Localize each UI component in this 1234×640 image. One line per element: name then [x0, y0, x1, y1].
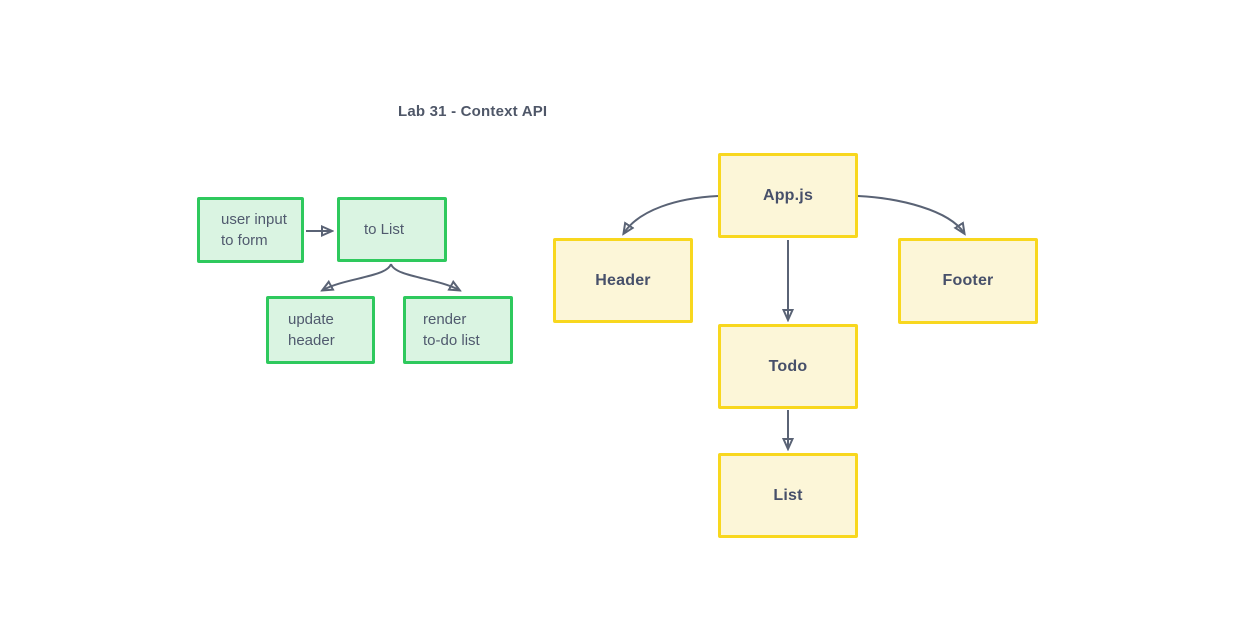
node-user-input-to-form: user input to form: [197, 197, 304, 263]
arrow-tolist-to-updateheader: [323, 263, 392, 290]
node-label: Todo: [768, 357, 808, 375]
diagram-title: Lab 31 - Context API: [398, 103, 548, 120]
node-to-list: to List: [337, 197, 447, 262]
arrow-tolist-to-rendertodo: [390, 263, 459, 290]
arrow-app-to-footer: [857, 195, 964, 233]
node-label: Header: [595, 271, 651, 289]
node-update-header: update header: [266, 296, 375, 364]
node-list: List: [718, 453, 858, 538]
node-label: Footer: [942, 272, 994, 289]
node-label: to List: [364, 221, 405, 238]
arrow-app-to-header: [624, 195, 719, 233]
node-header: Header: [553, 238, 693, 323]
node-label: user input to form: [221, 211, 287, 249]
node-render-todo-list: render to-do list: [403, 296, 513, 364]
node-footer: Footer: [898, 238, 1038, 324]
node-label: List: [773, 486, 803, 504]
node-app-js: App.js: [718, 153, 858, 238]
node-label: update header: [288, 311, 335, 349]
node-todo: Todo: [718, 324, 858, 409]
node-label: App.js: [762, 186, 814, 204]
node-label: render to-do list: [423, 311, 480, 349]
